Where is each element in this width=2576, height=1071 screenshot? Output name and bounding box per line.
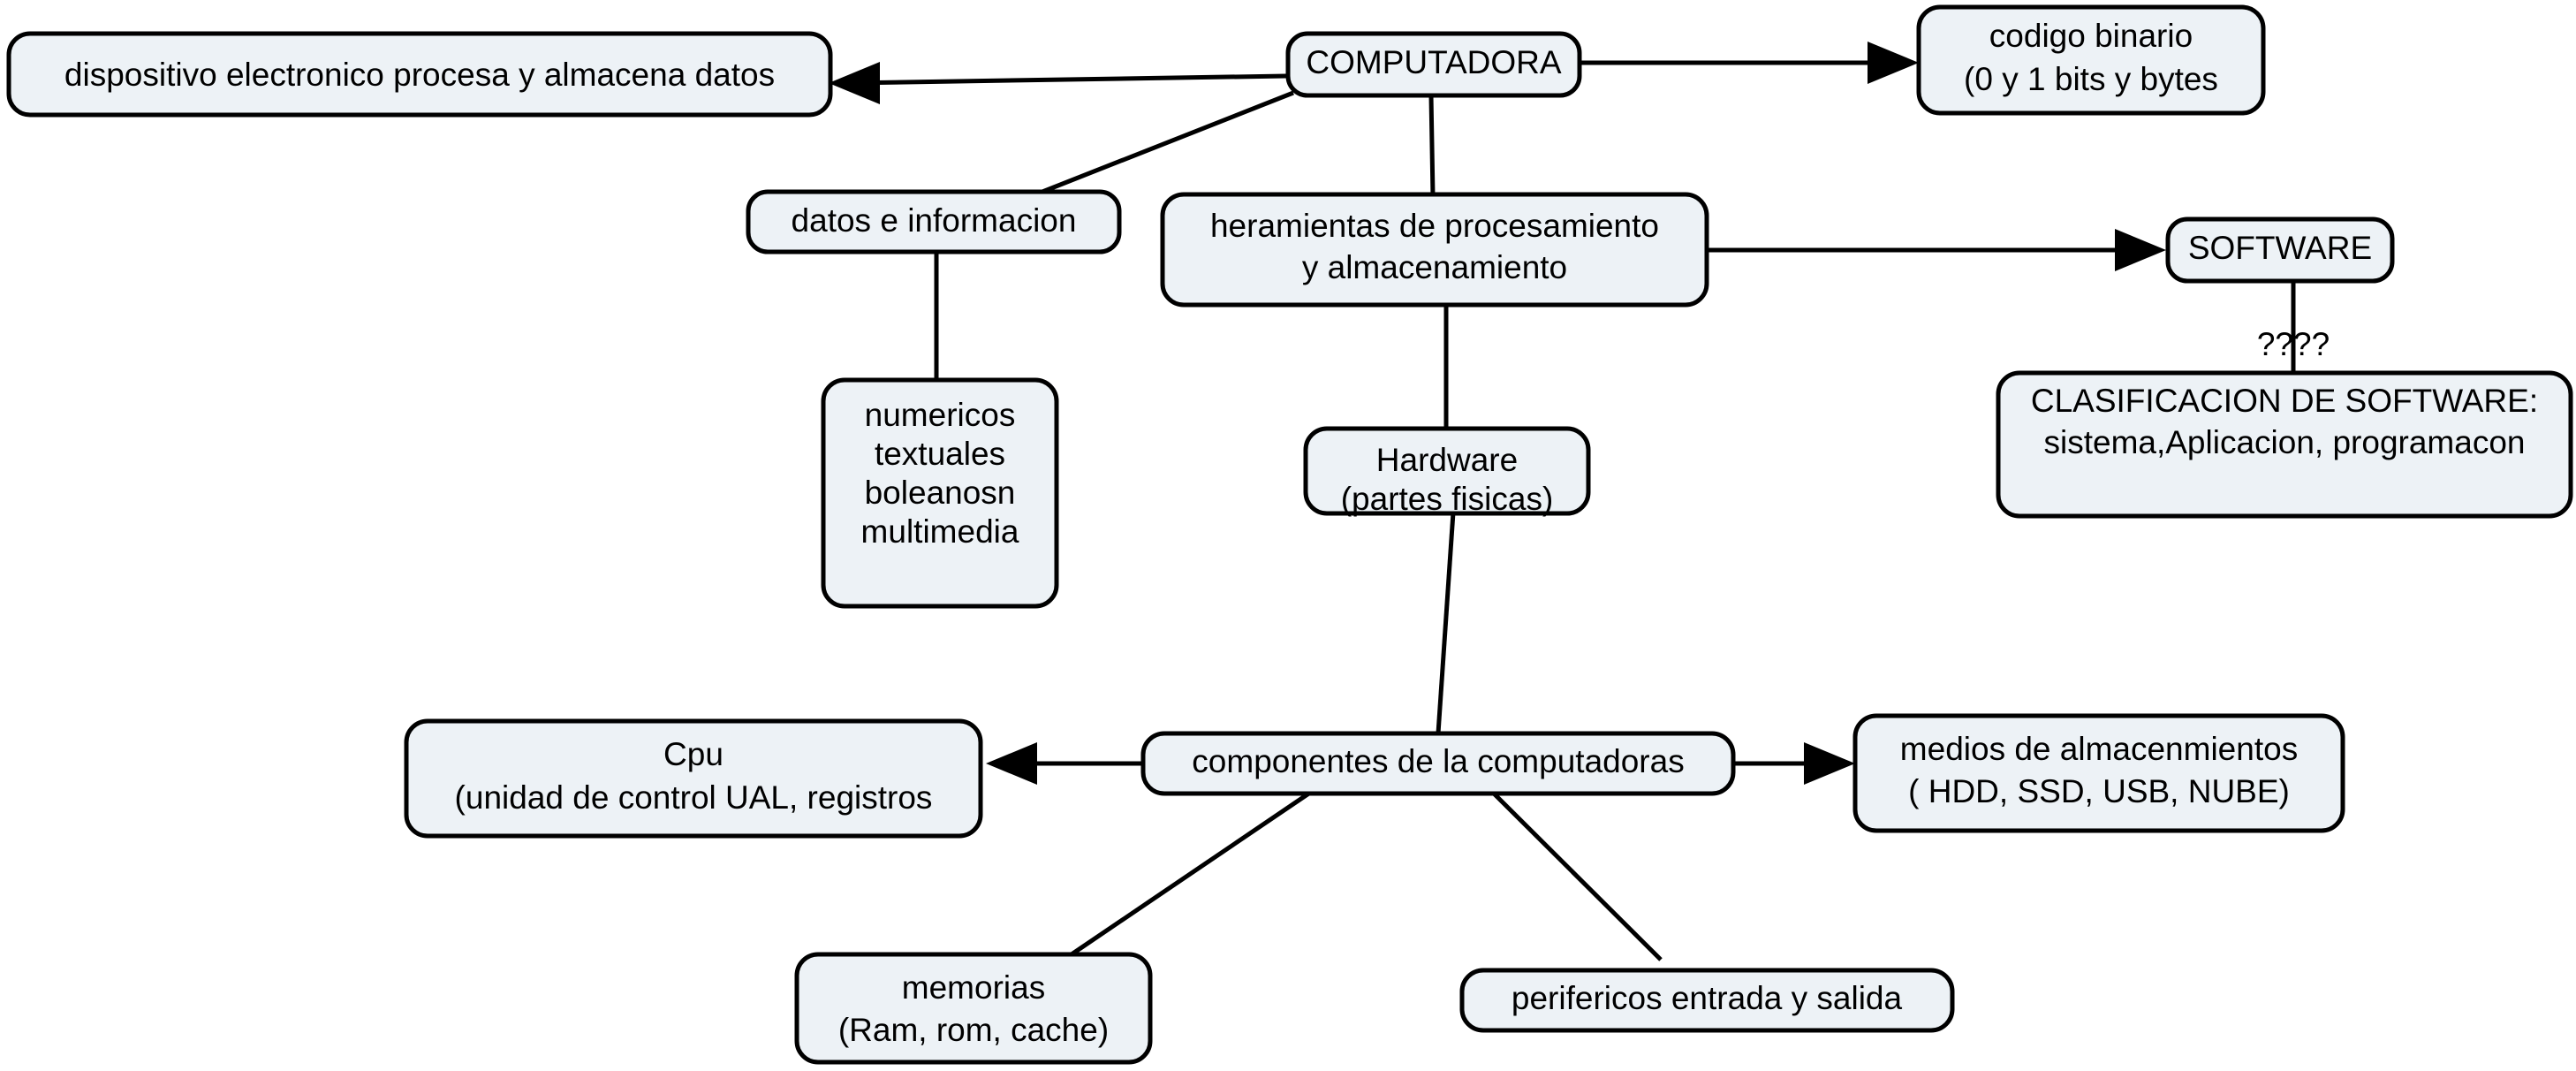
node-shape bbox=[1916, 4, 2266, 116]
node-label-line-2: textuales bbox=[875, 436, 1005, 472]
node-label-line-1: numericos bbox=[865, 397, 1016, 433]
node-perifericos[interactable]: perifericos entrada y salida bbox=[1459, 968, 1955, 1033]
node-shape bbox=[1303, 426, 1591, 516]
node-shape bbox=[1996, 370, 2573, 519]
node-label: COMPUTADORA bbox=[1306, 44, 1561, 80]
edge-componentes-to-almacenamiento bbox=[1731, 742, 1855, 785]
node-software[interactable]: SOFTWARE bbox=[2165, 216, 2395, 284]
node-datos-e-informacion[interactable]: datos e informacion bbox=[746, 189, 1122, 254]
node-shape bbox=[2165, 216, 2395, 284]
node-label-line-2: (0 y 1 bits y bytes bbox=[1964, 61, 2218, 97]
node-label-line-2: (unidad de control UAL, registros bbox=[455, 779, 933, 816]
node-label-line-2: ( HDD, SSD, USB, NUBE) bbox=[1908, 773, 2290, 809]
node-label-line-1: heramientas de procesamiento bbox=[1210, 208, 1659, 244]
arrow-head-icon bbox=[829, 62, 880, 104]
arrow-head-icon bbox=[2115, 229, 2166, 271]
arrow-head-icon bbox=[1804, 742, 1855, 785]
node-label-line-1: codigo binario bbox=[1989, 18, 2193, 54]
edge-computadora-to-heramientas bbox=[1428, 95, 1436, 197]
node-heramientas-procesamiento[interactable]: heramientas de procesamiento y almacenam… bbox=[1160, 192, 1709, 308]
node-shape bbox=[6, 31, 833, 118]
node-shape bbox=[746, 189, 1122, 254]
node-shape bbox=[1160, 192, 1709, 308]
edge-computadora-to-codigo-binario bbox=[1579, 42, 1919, 84]
node-label: componentes de la computadoras bbox=[1192, 743, 1684, 779]
node-clasificacion-software[interactable]: CLASIFICACION DE SOFTWARE: sistema,Aplic… bbox=[1996, 370, 2573, 519]
node-memorias[interactable]: memorias (Ram, rom, cache) bbox=[794, 952, 1153, 1065]
node-label: SOFTWARE bbox=[2188, 230, 2372, 266]
edge-computadora-to-datos bbox=[1042, 90, 1294, 194]
node-label-line-1: CLASIFICACION DE SOFTWARE: bbox=[2031, 383, 2538, 419]
node-shape bbox=[794, 952, 1153, 1065]
node-label: perifericos entrada y salida bbox=[1512, 980, 1903, 1016]
edge-label-software-clasificacion: ???? bbox=[2257, 326, 2330, 362]
arrow-head-icon bbox=[1868, 42, 1919, 84]
node-label-line-1: memorias bbox=[902, 969, 1045, 1006]
node-label-line-1: Cpu bbox=[663, 736, 724, 772]
arrow-head-icon bbox=[986, 742, 1037, 785]
node-label: dispositivo electronico procesa y almace… bbox=[64, 57, 775, 93]
node-label-line-3: boleanosn bbox=[865, 475, 1016, 511]
node-label-line-2: y almacenamiento bbox=[1302, 249, 1567, 285]
node-label-line-2: (partes fisicas) bbox=[1341, 481, 1554, 517]
edge-computadora-to-dispositivo bbox=[829, 62, 1287, 104]
node-label-line-2: sistema,Aplicacion, programacon bbox=[2044, 424, 2526, 460]
node-shape bbox=[1852, 713, 2345, 833]
node-shape bbox=[1459, 968, 1955, 1033]
node-codigo-binario[interactable]: codigo binario (0 y 1 bits y bytes bbox=[1916, 4, 2266, 116]
node-label-line-1: Hardware bbox=[1376, 442, 1518, 478]
node-shape bbox=[821, 377, 1059, 609]
node-componentes-computadora[interactable]: componentes de la computadoras bbox=[1140, 731, 1736, 796]
node-shape bbox=[1285, 31, 1582, 98]
edge-componentes-to-memorias bbox=[1067, 790, 1312, 959]
node-dispositivo-electronico[interactable]: dispositivo electronico procesa y almace… bbox=[6, 31, 833, 118]
edge-heramientas-to-software bbox=[1707, 229, 2166, 271]
edge-software-to-clasificacion: ???? bbox=[2257, 281, 2330, 375]
node-hardware[interactable]: Hardware (partes fisicas) bbox=[1303, 426, 1591, 517]
node-shape bbox=[1140, 731, 1736, 796]
node-computadora[interactable]: COMPUTADORA bbox=[1285, 31, 1582, 98]
node-cpu[interactable]: Cpu (unidad de control UAL, registros bbox=[404, 718, 983, 839]
node-label-line-2: (Ram, rom, cache) bbox=[838, 1012, 1109, 1048]
node-tipos-de-datos[interactable]: numericos textuales boleanosn multimedia bbox=[821, 377, 1059, 609]
node-label-line-4: multimedia bbox=[861, 513, 1019, 550]
edge-componentes-to-perifericos bbox=[1491, 791, 1663, 961]
edge-componentes-to-cpu bbox=[986, 742, 1141, 785]
node-label-line-1: medios de almacenmientos bbox=[1900, 731, 2298, 767]
node-medios-almacenamiento[interactable]: medios de almacenmientos ( HDD, SSD, USB… bbox=[1852, 713, 2345, 833]
edge-hardware-to-componentes bbox=[1436, 512, 1456, 734]
node-label: datos e informacion bbox=[792, 202, 1077, 239]
node-shape bbox=[404, 718, 983, 839]
